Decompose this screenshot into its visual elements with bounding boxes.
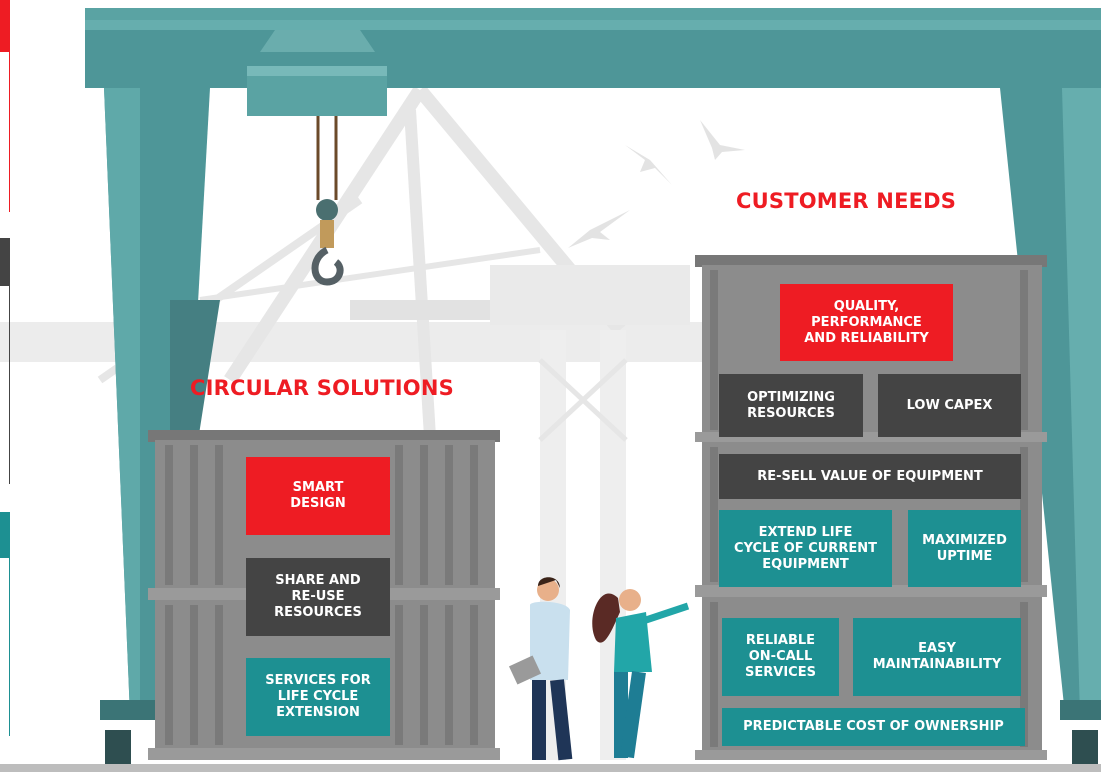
people-illustration <box>508 577 690 761</box>
box-share-and-reuse-resources: SHARE AND RE-USE RESOURCES <box>246 558 390 636</box>
box-low-capex: LOW CAPEX <box>878 374 1021 437</box>
box-smart-design: SMART DESIGN <box>246 457 390 535</box>
box-optimizing-resources: OPTIMIZING RESOURCES <box>719 374 863 437</box>
bird-icon <box>568 120 745 248</box>
box-quality-performance-reliability: QUALITY, PERFORMANCE AND RELIABILITY <box>780 284 953 361</box>
box-predictable-cost-of-ownership: PREDICTABLE COST OF OWNERSHIP <box>722 708 1025 746</box>
edge-panel-teal-body <box>0 558 10 736</box>
edge-panel-red-body <box>0 52 10 212</box>
ground-line <box>0 764 1101 772</box>
box-services-for-life-cycle-extension: SERVICES FOR LIFE CYCLE EXTENSION <box>246 658 390 736</box>
box-easy-maintainability: EASY MAINTAINABILITY <box>853 618 1021 696</box>
edge-panel-teal-header <box>0 512 10 558</box>
edge-panel-red-header <box>0 0 10 52</box>
edge-panel-dark-body <box>0 286 10 484</box>
circular-solutions-heading: CIRCULAR SOLUTIONS <box>190 376 454 400</box>
box-maximized-uptime: MAXIMIZED UPTIME <box>908 510 1021 587</box>
customer-needs-heading: CUSTOMER NEEDS <box>736 189 957 213</box>
edge-panel-dark-header <box>0 238 10 286</box>
box-reliable-on-call-services: RELIABLE ON-CALL SERVICES <box>722 618 839 696</box>
box-extend-life-cycle: EXTEND LIFE CYCLE OF CURRENT EQUIPMENT <box>719 510 892 587</box>
box-resell-value-of-equipment: RE-SELL VALUE OF EQUIPMENT <box>719 454 1021 499</box>
